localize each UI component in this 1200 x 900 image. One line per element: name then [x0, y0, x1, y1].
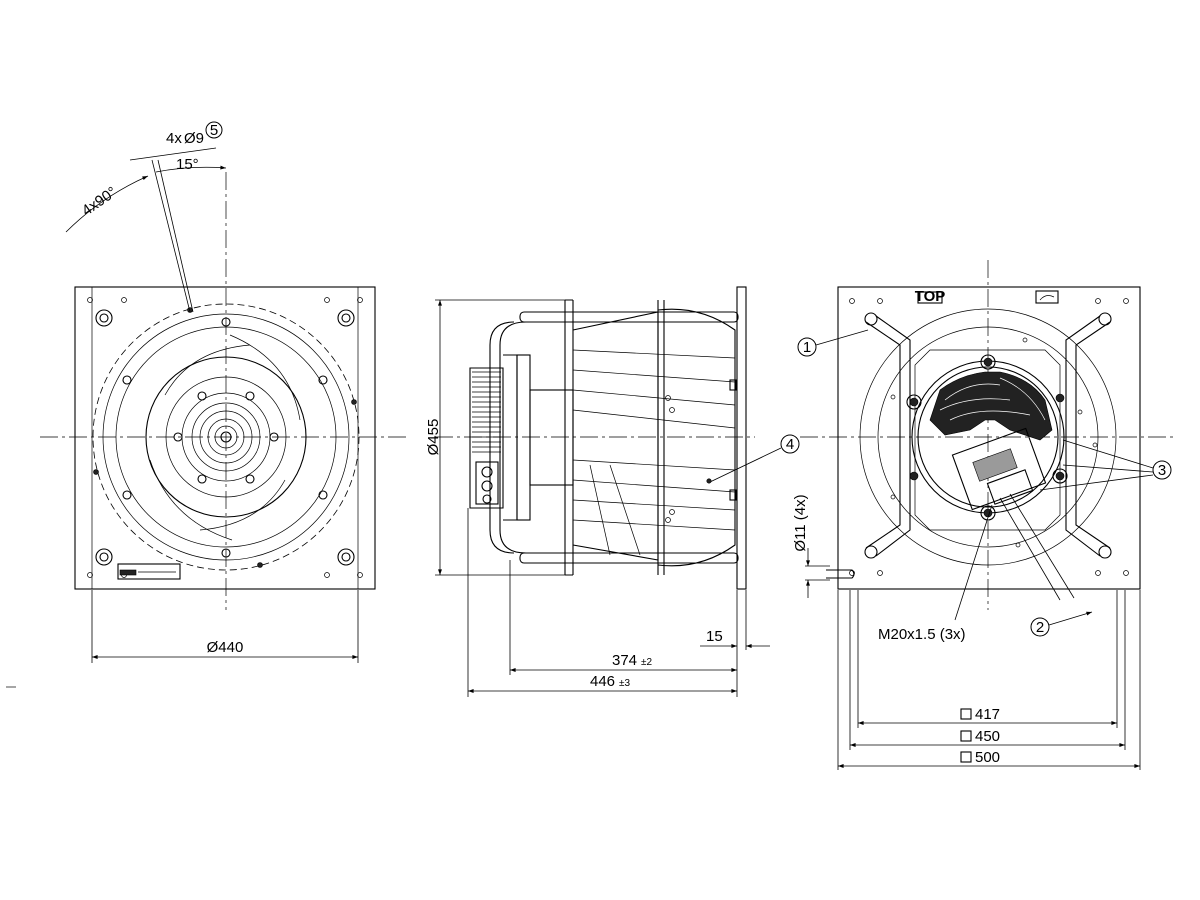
- depth-total-tol: ±3: [619, 678, 630, 689]
- size-inner-label: 417: [975, 706, 1000, 723]
- front-diameter-label: Ø440: [207, 639, 244, 656]
- depth-inner-tol: ±2: [641, 657, 652, 668]
- airflow-arrow-icon: [1035, 290, 1059, 304]
- side-view: 4 Ø455 374 ±2 15 446 ±3: [425, 286, 800, 697]
- size-mid-label: 450: [975, 728, 1000, 745]
- top-marker-label: TOP: [915, 288, 946, 305]
- flange-thickness-label: 15: [706, 628, 723, 645]
- hole-diameter-label: Ø9: [184, 130, 204, 147]
- depth-inner-label: 374: [612, 652, 637, 669]
- ref-bubble-2: 2: [1036, 619, 1044, 636]
- motor-heatsink-icon: [929, 371, 1053, 441]
- depth-total-label: 446: [590, 673, 615, 690]
- back-view: TOP: [792, 260, 1175, 770]
- hole-count-label: 4x: [166, 130, 182, 147]
- ref-bubble-4: 4: [786, 436, 794, 453]
- side-height-label: Ø455: [425, 419, 442, 456]
- mount-hole-label: Ø11 (4x): [792, 494, 809, 551]
- front-view: 5 4x Ø9 15° 4x90° Ø440: [40, 121, 410, 663]
- size-outer-label: 500: [975, 749, 1000, 766]
- angle-pattern-label: 4x90°: [79, 183, 120, 219]
- thread-spec-label: M20x1.5 (3x): [878, 626, 966, 643]
- ref-bubble-3: 3: [1158, 462, 1166, 479]
- ref-bubble-5: 5: [210, 122, 218, 139]
- angle-offset-label: 15°: [176, 156, 199, 173]
- ref-bubble-1: 1: [803, 339, 811, 356]
